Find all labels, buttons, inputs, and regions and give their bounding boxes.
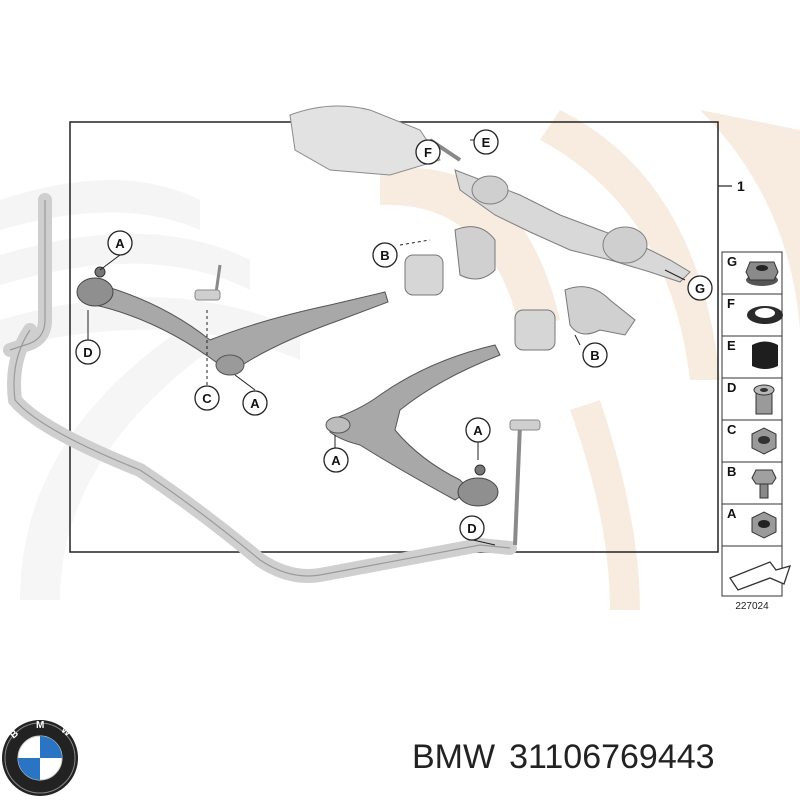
legend-letter-g: G	[727, 254, 737, 269]
callouts: A D C A B B F E G A A D	[75, 129, 713, 541]
callout-a-lower-balljoint: A	[465, 417, 491, 443]
svg-text:E: E	[482, 135, 491, 150]
bmw-logo: B M W	[2, 720, 78, 796]
legend-letter-b: B	[727, 464, 736, 479]
legend-letter-f: F	[727, 296, 735, 311]
callout-d-upper: D	[75, 339, 101, 365]
seal-ring-icon	[747, 306, 783, 324]
parts-legend: G F E D C B A	[721, 251, 792, 612]
svg-text:A: A	[331, 453, 341, 468]
cap-icon	[752, 341, 778, 369]
svg-text:D: D	[467, 521, 476, 536]
callout-b-upper: B	[372, 242, 398, 268]
callout-a-upper-balljoint: A	[107, 230, 133, 256]
svg-text:C: C	[202, 391, 212, 406]
part-caption: BMW 31106769443	[412, 738, 729, 777]
legend-letter-d: D	[727, 380, 736, 395]
hex-nut-icon	[751, 427, 777, 455]
svg-text:A: A	[115, 236, 125, 251]
callout-g: G	[687, 275, 713, 301]
reference-number: 227024	[735, 601, 769, 612]
end-links	[194, 264, 541, 546]
callout-f: F	[415, 139, 441, 165]
legend-letter-e: E	[727, 338, 736, 353]
svg-text:M: M	[36, 720, 44, 731]
direction-arrow-icon	[729, 561, 792, 591]
brand-name: BMW	[412, 738, 496, 776]
legend-letter-a: A	[727, 506, 737, 521]
drive-shaft	[289, 105, 691, 283]
watermark	[0, 110, 800, 610]
svg-text:G: G	[695, 281, 705, 296]
callout-1: 1	[737, 178, 745, 194]
legend-letter-c: C	[727, 422, 737, 437]
part-number: 31106769443	[509, 738, 715, 776]
callout-d-lower: D	[459, 515, 485, 541]
svg-text:B: B	[590, 348, 599, 363]
bolt-icon	[751, 469, 777, 499]
nut-flange-icon	[745, 261, 779, 286]
upper-control-arm	[76, 266, 389, 376]
svg-text:F: F	[424, 145, 432, 160]
svg-text:A: A	[473, 423, 483, 438]
callout-a-lower-bushing: A	[323, 447, 349, 473]
callout-e: E	[473, 129, 499, 155]
lower-control-arm	[325, 344, 501, 507]
callout-b-lower: B	[582, 342, 608, 368]
bushings	[404, 226, 636, 351]
lock-nut-icon	[751, 511, 777, 539]
svg-text:D: D	[83, 345, 92, 360]
svg-text:B: B	[380, 248, 389, 263]
callout-c: C	[194, 385, 220, 411]
svg-text:A: A	[250, 396, 260, 411]
bushing-nut-icon	[753, 384, 775, 415]
callout-a-upper-bushing: A	[242, 390, 268, 416]
